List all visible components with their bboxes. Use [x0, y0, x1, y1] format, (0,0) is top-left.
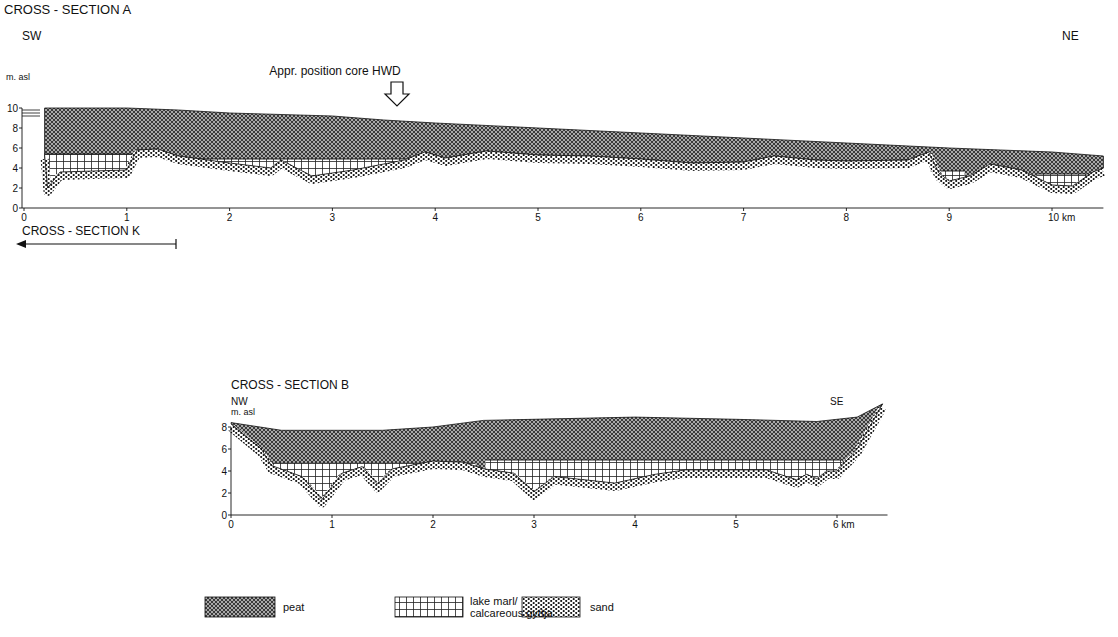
x-axis	[22, 208, 1103, 209]
y-tick	[228, 471, 231, 472]
x-tick	[231, 515, 232, 518]
sand-top	[231, 404, 883, 500]
x-tick	[24, 208, 25, 211]
axis-label: 2	[12, 183, 18, 194]
sand-top	[45, 149, 1104, 188]
axis-label: 5	[733, 519, 739, 530]
axis-label: 5	[535, 212, 541, 223]
section-k-arrow	[24, 243, 176, 244]
axis-label: 4	[12, 163, 18, 174]
x-tick	[743, 208, 744, 211]
x-tick	[435, 208, 436, 211]
x-tick	[332, 208, 333, 211]
axis-label: 4	[432, 212, 438, 223]
marl-swatch	[395, 597, 463, 617]
y-tick	[19, 148, 22, 149]
axis-label: 4	[221, 466, 227, 477]
x-tick	[534, 515, 535, 518]
marl-top	[1037, 174, 1088, 175]
axis-label: 8	[221, 422, 227, 433]
x-tick	[846, 208, 847, 211]
axis-label: 2	[227, 212, 233, 223]
section-label: CROSS - SECTION B	[231, 379, 349, 392]
axis-label: 0	[221, 510, 227, 521]
axis-label: 1	[329, 519, 335, 530]
x-tick	[635, 515, 636, 518]
axis-label: 4	[632, 519, 638, 530]
legend-label: lake marl/ calcareous gyttja	[470, 595, 570, 619]
y-tick	[19, 128, 22, 129]
sand-band	[45, 153, 1104, 192]
core-arrow	[385, 82, 409, 106]
axis-label: 2	[221, 488, 227, 499]
axis-label: 10 km	[1048, 212, 1075, 223]
x-tick	[949, 208, 950, 211]
marl-layer	[269, 463, 475, 515]
y-tick	[19, 108, 22, 109]
axis-label: 6	[12, 143, 18, 154]
sand-layer	[231, 408, 883, 504]
axis-label: 6 km	[833, 519, 855, 530]
axis-label: 6	[221, 444, 227, 455]
sand-layer	[45, 153, 1104, 192]
sand-band	[231, 408, 883, 504]
marl-top	[199, 159, 410, 160]
axis-label: 9	[946, 212, 952, 223]
y-tick	[228, 493, 231, 494]
section-label: SW	[22, 30, 41, 43]
legend-label: sand	[590, 601, 614, 613]
axis-label: 10	[7, 103, 18, 114]
marl-top	[45, 154, 135, 155]
x-tick	[229, 208, 230, 211]
axis-label: 0	[12, 203, 18, 214]
axis-label: 8	[12, 123, 18, 134]
axis-label: 3	[330, 212, 336, 223]
x-tick	[640, 208, 641, 211]
x-tick	[126, 208, 127, 211]
y-axis	[22, 108, 23, 208]
x-tick	[433, 515, 434, 518]
axis-label: 7	[741, 212, 747, 223]
x-tick	[538, 208, 539, 211]
x-tick	[1052, 208, 1053, 211]
y-tick	[19, 168, 22, 169]
x-axis	[231, 515, 888, 516]
axis-label: 1	[124, 212, 130, 223]
axis-label: 6	[638, 212, 644, 223]
axis-label: m. asl	[6, 73, 30, 83]
section-label: NE	[1062, 30, 1079, 43]
axis-label: m. asl	[231, 408, 255, 418]
legend-label: peat	[283, 601, 304, 613]
y-tick	[228, 449, 231, 450]
y-tick	[19, 188, 22, 189]
section-label: Appr. position core HWD	[269, 65, 400, 78]
axis-label: NW	[231, 396, 248, 407]
marl-top	[486, 460, 843, 461]
x-tick	[736, 515, 737, 518]
axis-label: 2	[430, 519, 436, 530]
axis-label: 0	[228, 519, 234, 530]
axis-label: 3	[531, 519, 537, 530]
section-label: CROSS - SECTION K	[22, 225, 140, 238]
x-tick	[332, 515, 333, 518]
water-symbol	[22, 110, 40, 116]
axis-label: SE	[830, 396, 843, 407]
axis-label: 0	[21, 212, 27, 223]
x-tick	[837, 515, 838, 518]
section-k-arrow	[175, 239, 176, 249]
y-tick	[228, 427, 231, 428]
axis-label: 8	[844, 212, 850, 223]
section-label: CROSS - SECTION A	[4, 3, 131, 17]
peat-swatch	[205, 597, 275, 617]
section-k-arrow	[16, 240, 26, 248]
y-tick	[19, 208, 22, 209]
